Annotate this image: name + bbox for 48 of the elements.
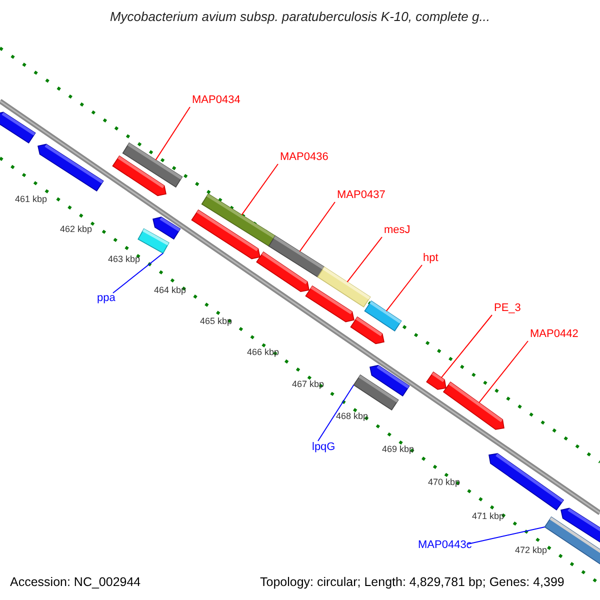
- scale-label: 463 kbp: [108, 254, 140, 265]
- gene-label: MAP0437: [337, 189, 386, 202]
- gene-label: ppa: [97, 292, 116, 305]
- gene-pentagon: [152, 216, 181, 240]
- map-title: Mycobacterium avium subsp. paratuberculosis K-10, complete g...: [108, 9, 492, 24]
- gene-bar: [122, 142, 183, 188]
- gene-pentagon: [488, 453, 564, 510]
- info-text: Topology: circular; Length: 4,829,781 bp; Genes: 4,399: [260, 575, 564, 590]
- leader-line: [386, 264, 422, 312]
- leader-line: [468, 526, 546, 544]
- gene-bar: [138, 228, 170, 254]
- leader-line: [318, 384, 354, 442]
- leader-line: [346, 236, 382, 282]
- gene-label: mesJ: [384, 224, 410, 237]
- leader-line: [155, 106, 190, 160]
- gene-label: MAP0436: [280, 151, 328, 164]
- gene-pentagon: [38, 144, 104, 192]
- scale-label: 471 kbp: [472, 511, 504, 522]
- gene-pentagon: [426, 372, 446, 390]
- gene-label: PE_3: [494, 302, 521, 315]
- scale-label: 466 kbp: [247, 347, 280, 358]
- scale-label: 470 kbp: [428, 477, 460, 488]
- scale-label: 468 kbp: [336, 411, 368, 422]
- gene-label: MAP0443c: [418, 539, 472, 552]
- scale-label: 464 kbp: [154, 285, 186, 296]
- gene-pentagon: [370, 364, 410, 397]
- leader-line: [478, 340, 528, 404]
- leader-line: [112, 252, 164, 294]
- scale-label: 465 kbp: [200, 316, 232, 327]
- leader-line: [241, 164, 278, 216]
- gene-bar: [364, 300, 402, 332]
- scale-label: 462 kbp: [60, 224, 92, 235]
- gene-bar: [201, 193, 276, 247]
- gene-label: MAP0442: [530, 328, 578, 341]
- leader-line: [440, 314, 492, 378]
- gene-bar: [317, 266, 371, 308]
- gene-pentagon: [0, 112, 36, 144]
- leader-line: [299, 202, 336, 252]
- gene-label: MAP0434: [192, 94, 240, 107]
- scale-label: 461 kbp: [15, 194, 48, 205]
- scale-label: 469 kbp: [382, 444, 414, 455]
- gene-bar: [268, 235, 325, 278]
- scale-label: 467 kbp: [292, 379, 324, 390]
- gene-label: lpqG: [312, 441, 336, 454]
- scale-label: 472 kbp: [515, 545, 548, 556]
- gene-label: hpt: [423, 252, 438, 265]
- gene-pentagon: [442, 382, 504, 430]
- info-text: Accession: NC_002944: [10, 575, 141, 590]
